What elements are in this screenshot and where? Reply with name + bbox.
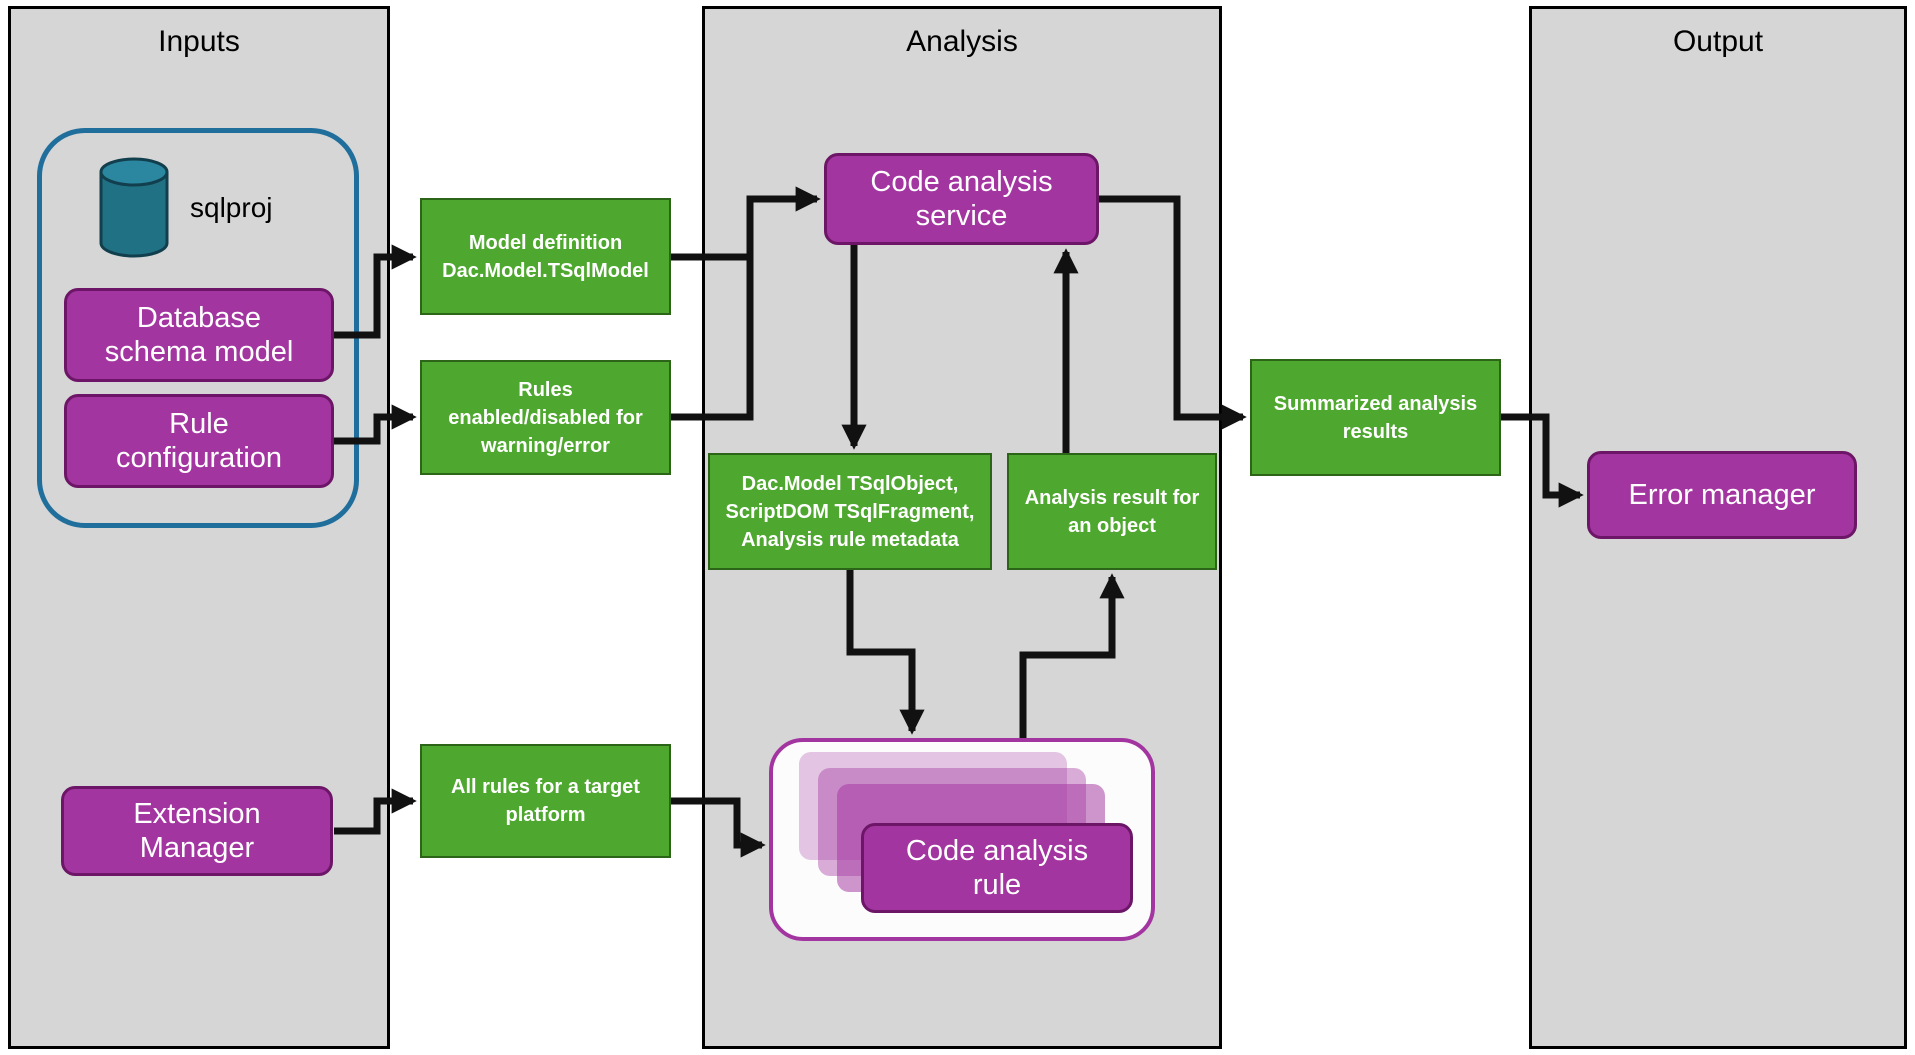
node-database-schema-model: Database schema model bbox=[64, 288, 334, 382]
node-all-rules-for-target: All rules for a target platform bbox=[420, 744, 671, 858]
sqlproj-label: sqlproj bbox=[190, 192, 273, 223]
node-model-definition: Model definition Dac.Model.TSqlModel bbox=[420, 198, 671, 315]
node-rules-enabled-disabled: Rules enabled/disabled for warning/error bbox=[420, 360, 671, 475]
node-rule-configuration: Rule configuration bbox=[64, 394, 334, 488]
node-tsql-metadata: Dac.Model TSqlObject, ScriptDOM TSqlFrag… bbox=[708, 453, 992, 570]
node-code-analysis-service: Code analysis service bbox=[824, 153, 1099, 245]
panel-output-title: Output bbox=[1672, 25, 1764, 58]
node-error-manager: Error manager bbox=[1587, 451, 1857, 539]
node-code-analysis-rule: Code analysis rule bbox=[861, 823, 1133, 913]
node-extension-manager: Extension Manager bbox=[61, 786, 333, 876]
panel-analysis-title: Analysis bbox=[906, 25, 1018, 58]
node-summarized-results: Summarized analysis results bbox=[1250, 359, 1501, 476]
database-cylinder-icon bbox=[99, 157, 169, 258]
panel-inputs-title: Inputs bbox=[158, 25, 240, 58]
node-analysis-result: Analysis result for an object bbox=[1007, 453, 1217, 570]
